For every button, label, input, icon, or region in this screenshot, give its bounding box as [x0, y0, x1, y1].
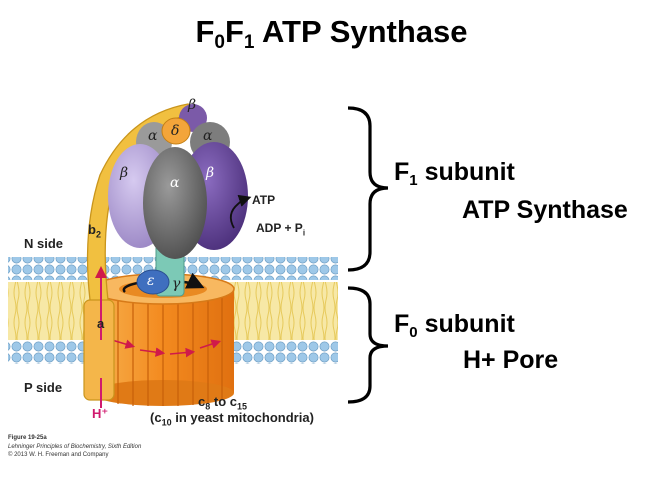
alpha-right-label: α	[203, 128, 213, 144]
f0-brace	[347, 286, 389, 404]
atp-arrow	[229, 194, 252, 229]
beta-top-label: β	[188, 97, 197, 113]
book-credit: Lehninger Principles of Biochemistry, Si…	[8, 444, 142, 450]
epsilon-subunit	[136, 269, 170, 295]
yeast-label: (c10 in yeast mitochondria)	[150, 410, 314, 428]
f1-brace	[347, 106, 389, 272]
delta-subunit	[161, 117, 191, 145]
title-f1-sub: 1	[243, 32, 255, 53]
alpha-center-label: α	[170, 175, 180, 191]
figure-number: Figure 19-25a	[8, 435, 47, 441]
f0-description: H+ Pore	[463, 346, 559, 374]
title-f1-letter: F	[224, 14, 244, 49]
b2-label: b2	[88, 222, 101, 240]
beta-right-label: β	[206, 165, 215, 181]
gamma-label: γ	[172, 276, 181, 292]
delta-label: δ	[171, 123, 180, 139]
f1-subunit-heading: F1 subunit	[394, 158, 515, 189]
atp-label: ATP	[252, 193, 276, 207]
a-label: a	[97, 316, 105, 331]
title-main: ATP Synthase	[261, 14, 468, 49]
beta-left-label: β	[120, 165, 129, 181]
page-title: F0F1 ATP Synthase	[0, 14, 663, 54]
title-f0-letter: F	[195, 14, 215, 49]
title-f0-sub: 0	[214, 32, 225, 53]
p-side-label: P side	[24, 380, 63, 395]
hplus-label: H⁺	[92, 406, 109, 421]
c-ring-label: c8 to c15	[198, 394, 248, 412]
f0-subunit-heading: F0 subunit	[394, 310, 515, 341]
epsilon-label: ε	[147, 273, 155, 289]
f1-description: ATP Synthase	[462, 196, 628, 224]
n-side-label: N side	[24, 236, 64, 251]
alpha-left-label: α	[148, 128, 158, 144]
a-subunit	[83, 299, 115, 401]
adp-label: ADP + Pi	[256, 221, 306, 238]
alpha-center	[143, 147, 207, 259]
copyright: © 2013 W. H. Freeman and Company	[8, 452, 109, 458]
